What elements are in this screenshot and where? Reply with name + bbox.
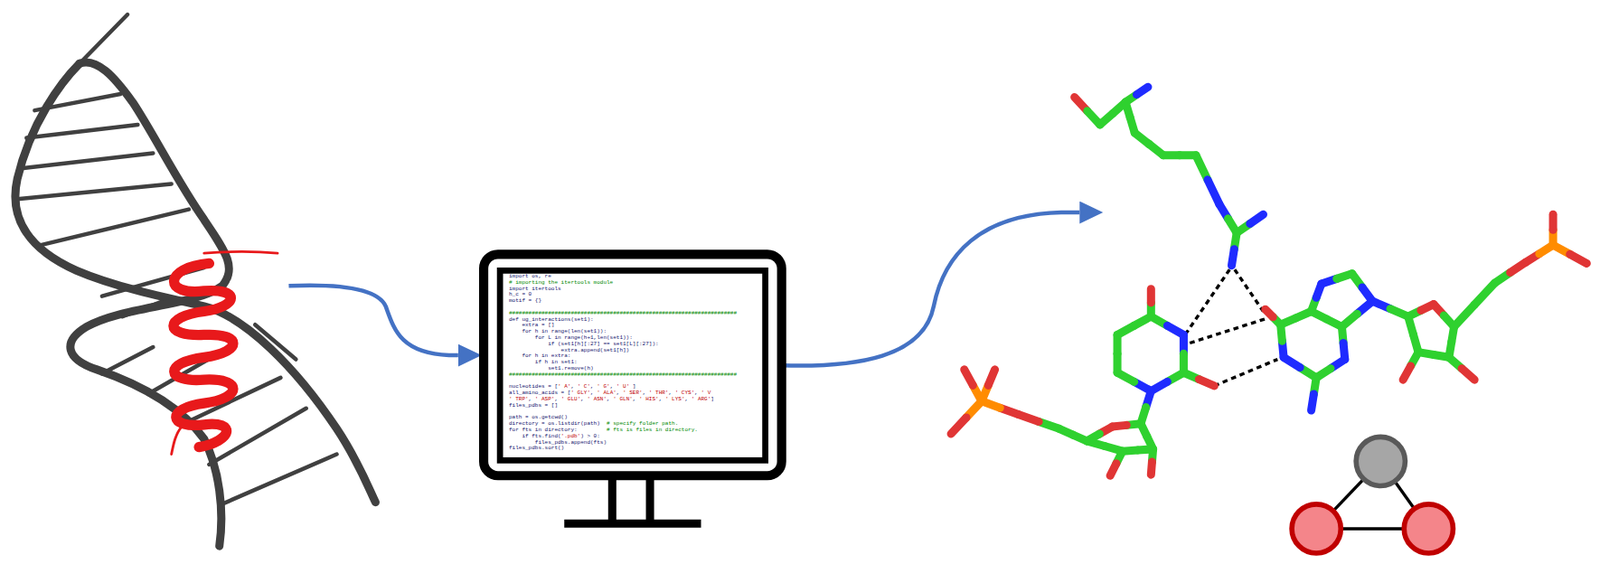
code-line: motif = {}	[508, 298, 542, 305]
code-line: set1.remove(h)	[508, 366, 594, 373]
code-line: path = os.getcwd()	[508, 414, 568, 422]
flow-arrow	[288, 285, 458, 356]
molecular-model	[950, 86, 1587, 476]
atom-bond	[950, 417, 967, 434]
atom-bond	[988, 369, 995, 386]
code-line: import itertools	[508, 286, 562, 293]
atom-bond	[1454, 304, 1476, 327]
code-line: files_pdbs.sort()	[508, 445, 565, 452]
code-line: for L in range(h+1,len(set1)):	[508, 335, 633, 342]
code-line: files_pdbs = []	[508, 403, 558, 410]
code-line: files_pdbs.append(fts)	[508, 440, 607, 447]
hydrogen-bond	[1234, 269, 1264, 311]
atom-bond	[1341, 313, 1357, 327]
atom-bond	[1461, 368, 1475, 380]
code-line: extra.append(set1[h])	[508, 348, 630, 355]
motif-icon	[1291, 436, 1453, 554]
atom-bond	[1231, 249, 1234, 266]
hydrogen-bond	[1214, 359, 1278, 386]
atom-bond	[1474, 282, 1496, 305]
code-line: nucleotides = [' A', ' C', ' G', ' U' ]	[508, 384, 636, 391]
atom-bond	[1147, 289, 1156, 303]
code-line: ########################################…	[508, 310, 737, 318]
code-line: all_amino_acids = [' GLY', ' ALA', ' SER…	[508, 390, 711, 397]
atom-bond	[1150, 461, 1152, 475]
atom-bond	[1137, 86, 1149, 95]
atom-bond	[1134, 316, 1152, 326]
atom-bond	[1250, 214, 1264, 224]
code-line: def ug_interactions(set1):	[508, 317, 594, 324]
atom-bond	[1549, 214, 1558, 230]
atom-bond	[1265, 309, 1273, 317]
code-line: for h in extra:	[508, 353, 571, 360]
rna-structure	[15, 14, 376, 546]
code-line: ' TRP', ' ASP', ' GLU', ' ASN', ' GLN', …	[508, 396, 715, 404]
atom-bond	[1198, 379, 1215, 386]
atom-bond	[964, 369, 974, 386]
code-line: directory = os.listdir(path) # specify f…	[508, 421, 678, 428]
code-line: h_c = 0	[508, 291, 532, 299]
code-line: if (set1[h][:27] == set1[L][:27]):	[508, 341, 659, 349]
code-line: for h in range(len(set1)):	[508, 329, 607, 336]
atom-bond	[1280, 324, 1283, 341]
atom-bond	[1408, 316, 1414, 335]
code-line: for fts in directory: # fts is files in …	[508, 427, 698, 434]
code-line: if h in set1:	[508, 359, 578, 367]
flow-arrow	[782, 212, 1080, 367]
atom-bond	[1110, 463, 1117, 477]
code-line: import os, re	[508, 273, 552, 281]
hydrogen-bond	[1183, 269, 1230, 338]
code-line: # importing the itertools module	[508, 280, 613, 287]
protein-helix	[171, 251, 278, 454]
atom-bond	[1311, 394, 1315, 411]
code-line: ########################################…	[508, 372, 737, 379]
atom-bond	[1402, 366, 1411, 380]
code-line: extra = []	[508, 322, 555, 330]
code-line: if fts.find('.pdb') > 0:	[508, 433, 601, 441]
atom-bond	[1570, 254, 1588, 264]
computer-monitor	[483, 254, 782, 524]
hydrogen-bond	[1189, 318, 1267, 343]
